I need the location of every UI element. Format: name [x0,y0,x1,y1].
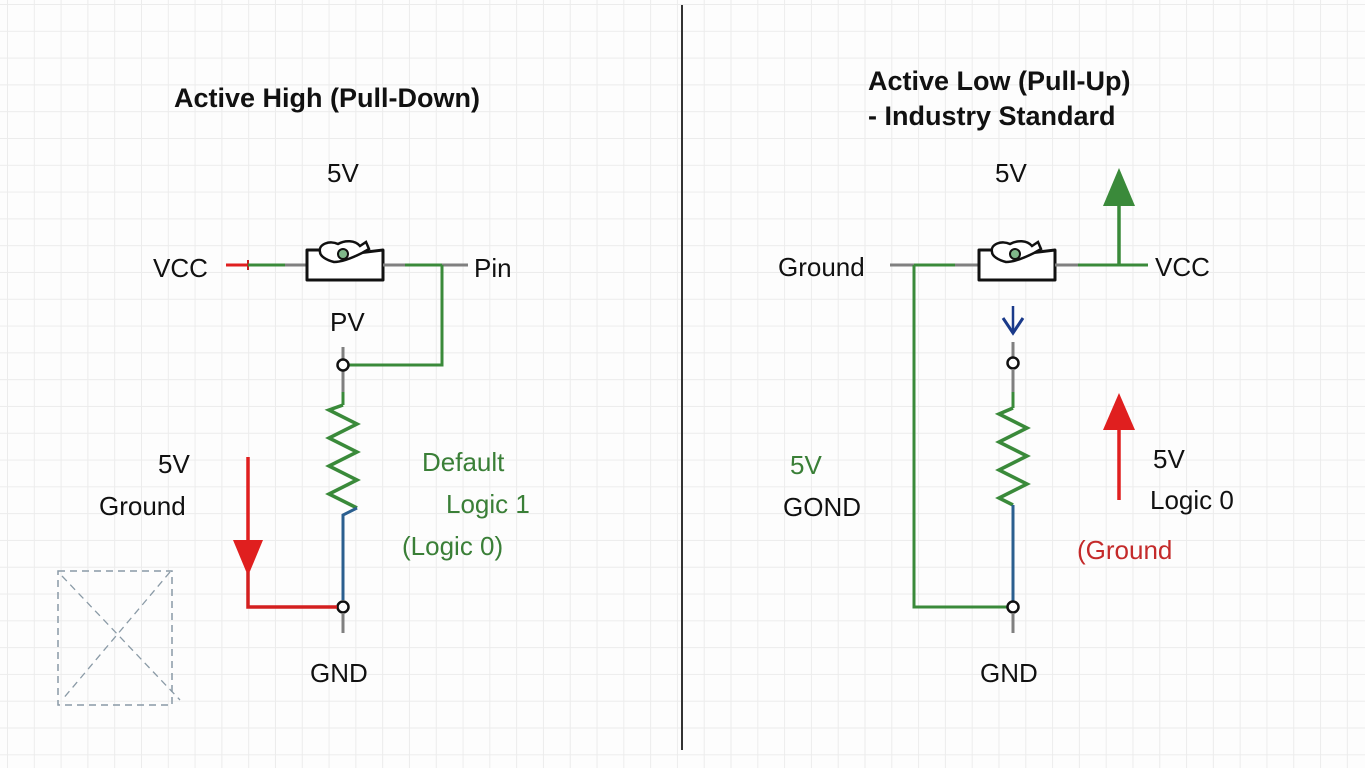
right-vcc-arrow-icon [1103,168,1135,206]
right-title-line2: - Industry Standard [868,101,1116,131]
image-placeholder-icon [57,570,181,706]
right-blue-arrow-icon [1001,306,1025,336]
left-red-wire [246,572,337,609]
right-ground-label: Ground [778,252,865,282]
right-circuit [890,168,1148,633]
right-note-gond: GOND [783,492,861,522]
left-pin-label: Pin [474,253,512,283]
left-note-ground: Ground [99,491,186,521]
left-supply-label: 5V [327,158,359,188]
right-supply-label: 5V [995,158,1027,188]
left-logic1-label: Logic 1 [446,489,530,519]
right-switch-icon [977,240,1057,282]
left-pv-node [336,358,350,372]
right-note-5v-green: 5V [790,450,822,480]
right-ground-loop-wire [912,265,1008,609]
left-resistor-tail [341,506,358,600]
left-switch-icon [305,240,385,282]
left-resistor-icon [324,403,361,510]
right-resistor-icon [994,406,1031,507]
right-logic0-label: Logic 0 [1150,485,1234,515]
left-wire-pin-to-node [348,265,444,367]
right-top-node [1006,356,1020,370]
left-pv-label: PV [330,307,365,337]
left-circuit [57,240,468,706]
right-gnd-node [1006,600,1020,614]
right-gnd-label: GND [980,658,1038,688]
left-gnd-node [336,600,350,614]
right-current-arrow-icon [1103,393,1135,430]
left-note-5v: 5V [158,449,190,479]
right-note-5v: 5V [1153,444,1185,474]
left-default-label: Default [422,447,505,477]
left-title: Active High (Pull-Down) [174,83,480,113]
right-ground-note: (Ground [1077,535,1173,565]
right-vcc-label: VCC [1155,252,1210,282]
left-gnd-label: GND [310,658,368,688]
left-vcc-label: VCC [153,253,208,283]
left-current-arrow-icon [233,540,263,576]
left-logic0-label: (Logic 0) [402,531,504,561]
right-title-line1: Active Low (Pull-Up) [868,66,1131,96]
